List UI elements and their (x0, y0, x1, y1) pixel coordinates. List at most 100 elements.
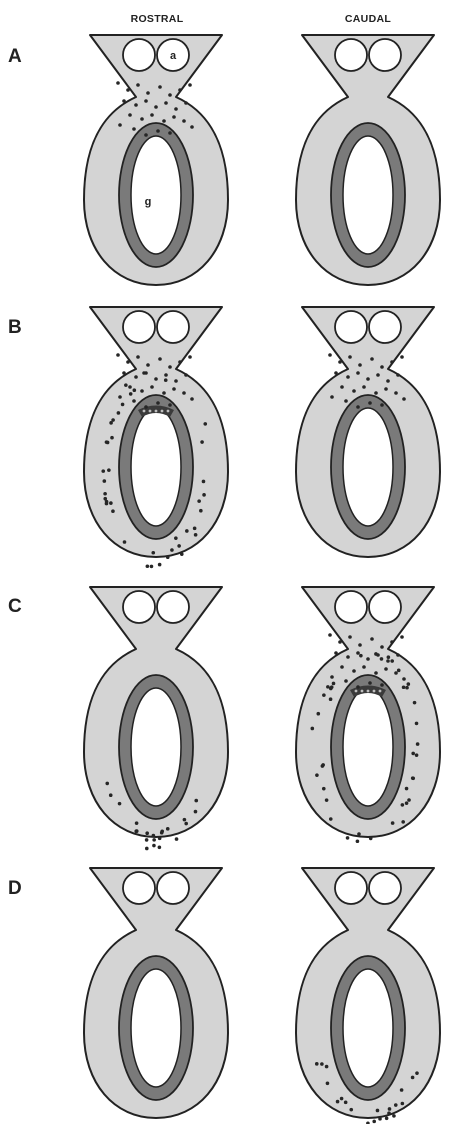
labelled-cell-dot (330, 675, 334, 679)
labelled-cell-dot (145, 847, 149, 851)
labelled-cell-dot (338, 360, 342, 364)
labelled-cell-dot (142, 371, 146, 375)
white-circle-right (369, 872, 401, 904)
section-panel-c-caudal (296, 587, 440, 843)
white-circle-right (157, 591, 189, 623)
labelled-cell-dot (146, 564, 150, 568)
labelled-cell-dot (390, 640, 394, 644)
labelled-cell-dot (145, 831, 149, 835)
labelled-cell-dot (356, 685, 360, 689)
oval-lumen (343, 969, 393, 1087)
labelled-cell-dot (407, 682, 411, 686)
labelled-cell-dot (334, 651, 338, 655)
labelled-cell-dot (369, 837, 373, 841)
white-circle-left (123, 872, 155, 904)
labelled-cell-dot (134, 103, 138, 107)
labelled-cell-dot (329, 697, 333, 701)
labelled-cell-dot (193, 527, 197, 531)
labelled-cell-dot (400, 635, 404, 639)
labelled-cell-dot (188, 355, 192, 359)
row-label-a: A (8, 46, 22, 67)
labelled-cell-dot (111, 509, 115, 513)
labelled-cell-dot (338, 640, 342, 644)
blotch-speck (379, 690, 382, 693)
labelled-cell-dot (136, 83, 140, 87)
white-circle-right (369, 591, 401, 623)
section-panel-b-caudal (296, 307, 440, 557)
labelled-cell-dot (368, 401, 372, 405)
row-label-b: B (8, 317, 22, 338)
labelled-cell-dot (190, 125, 194, 129)
labelled-cell-dot (144, 133, 148, 137)
labelled-cell-dot (384, 387, 388, 391)
labelled-cell-dot (396, 653, 400, 657)
labelled-cell-dot (416, 742, 420, 746)
section-panel-d-caudal (296, 868, 440, 1124)
labelled-cell-dot (202, 493, 206, 497)
labelled-cell-dot (352, 389, 356, 393)
labelled-cell-dot (140, 117, 144, 121)
labelled-cell-dot (328, 633, 332, 637)
labelled-cell-dot (340, 385, 344, 389)
labelled-cell-dot (146, 91, 150, 95)
column-header-caudal: CAUDAL (345, 13, 391, 25)
labelled-cell-dot (184, 101, 188, 105)
oval-lumen (131, 969, 181, 1087)
white-circle-left (335, 311, 367, 343)
white-circle-left (335, 872, 367, 904)
labelled-cell-dot (140, 389, 144, 393)
labelled-cell-dot (158, 563, 162, 567)
section-panel-b-rostral (84, 307, 228, 568)
labelled-cell-dot (356, 405, 360, 409)
labelled-cell-dot (415, 722, 419, 726)
labelled-cell-dot (164, 101, 168, 105)
labelled-cell-dot (182, 119, 186, 123)
white-circle-right (369, 311, 401, 343)
labelled-cell-dot (366, 377, 370, 381)
labelled-cell-dot (154, 377, 158, 381)
labelled-cell-dot (184, 822, 188, 826)
labelled-cell-dot (162, 119, 166, 123)
labelled-cell-dot (349, 1108, 353, 1112)
labelled-cell-dot (401, 820, 405, 824)
labelled-cell-dot (388, 1107, 392, 1111)
labelled-cell-dot (322, 787, 326, 791)
labelled-cell-dot (122, 371, 126, 375)
labelled-cell-dot (101, 469, 105, 473)
labelled-cell-dot (103, 492, 107, 496)
labelled-cell-dot (194, 810, 198, 814)
labelled-cell-dot (158, 837, 162, 841)
labelled-cell-dot (344, 679, 348, 683)
section-panel-a-rostral: ag (84, 35, 228, 285)
labelled-cell-dot (178, 88, 182, 92)
labelled-cell-dot (401, 1102, 405, 1106)
white-circle-right (157, 872, 189, 904)
labelled-cell-dot (346, 836, 350, 840)
labelled-cell-dot (394, 1103, 398, 1107)
labelled-cell-dot (168, 403, 172, 407)
labelled-cell-dot (315, 773, 319, 777)
labelled-cell-dot (386, 659, 390, 663)
white-circle-right (369, 39, 401, 71)
oval-lumen (343, 688, 393, 806)
labelled-cell-dot (405, 686, 409, 690)
oval-lumen (131, 688, 181, 806)
labelled-cell-dot (117, 411, 121, 415)
labelled-cell-dot (174, 536, 178, 540)
blotch-speck (361, 690, 364, 693)
labelled-cell-dot (121, 403, 125, 407)
labelled-cell-dot (387, 655, 391, 659)
labelled-cell-dot (411, 752, 415, 756)
labelled-cell-dot (109, 501, 113, 505)
labelled-cell-dot (329, 687, 333, 691)
labelled-cell-dot (164, 373, 168, 377)
labelled-cell-dot (340, 665, 344, 669)
labelled-cell-dot (152, 844, 156, 848)
labelled-cell-dot (184, 373, 188, 377)
labelled-cell-dot (397, 669, 401, 673)
labelled-cell-dot (405, 787, 409, 791)
labelled-cell-dot (109, 421, 113, 425)
labelled-cell-dot (132, 399, 136, 403)
section-panel-a-caudal (296, 35, 440, 285)
